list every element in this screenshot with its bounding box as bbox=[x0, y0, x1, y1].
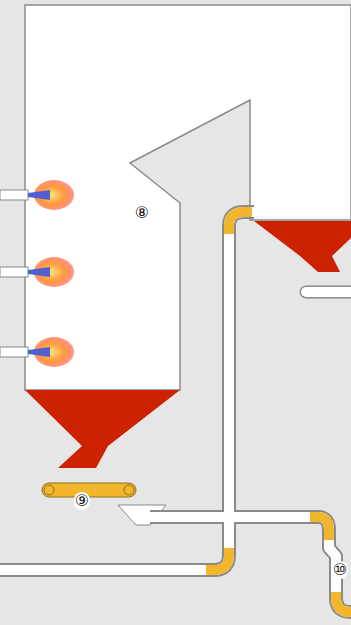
burners bbox=[0, 180, 74, 367]
callout-number: ⑩ bbox=[332, 561, 348, 579]
pipes bbox=[0, 212, 351, 612]
vessel-hopper bbox=[254, 221, 351, 272]
conveyor bbox=[42, 483, 136, 497]
furnace-body bbox=[25, 5, 351, 390]
furnace-hopper bbox=[25, 390, 180, 468]
callout-number: ⑧ bbox=[134, 204, 150, 222]
callout-number: ⑨ bbox=[74, 492, 90, 510]
discharge-pipe bbox=[306, 292, 351, 293]
